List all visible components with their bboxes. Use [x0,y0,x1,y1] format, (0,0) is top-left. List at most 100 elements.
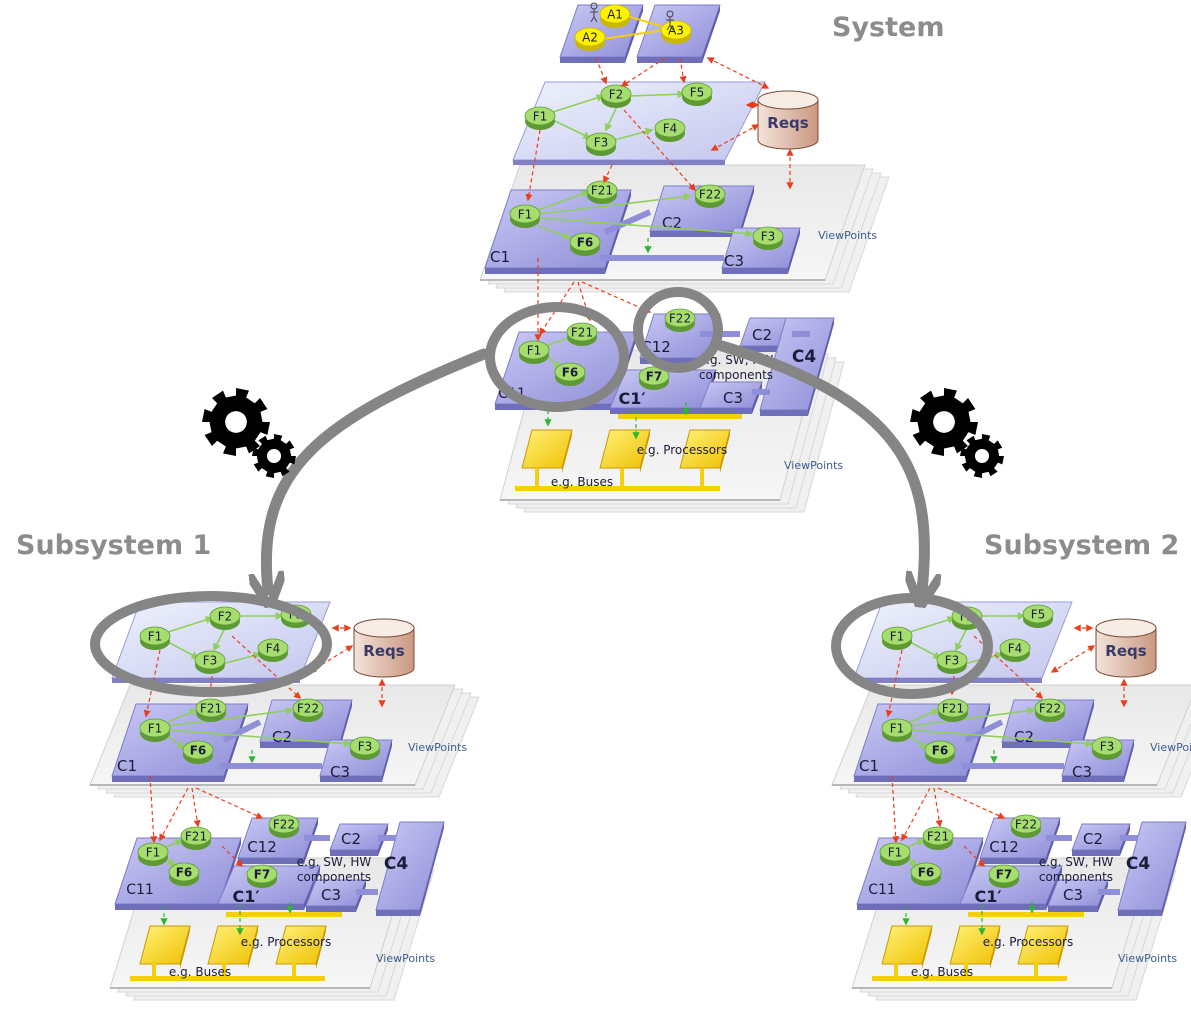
viewpoints-label: ViewPoints [784,459,843,472]
c2-label: C2 [341,830,361,848]
hardware-bus [872,976,1067,981]
function-f6: F6 [910,862,942,886]
label-f21: F21 [942,702,964,716]
system-title: System [832,12,945,43]
highlight-ring-subsystem-1 [90,591,332,697]
label-f22: F22 [669,312,691,326]
function-f6: F6 [182,740,214,764]
component-c4 [1117,821,1187,916]
reqs-label: Reqs [767,114,808,132]
processor-node [949,925,1001,969]
c4-label: C4 [792,347,816,367]
label-f1: F1 [533,110,548,124]
function-flow [537,190,590,211]
c3-label: C3 [1063,886,1083,904]
function-f1: F1 [518,340,550,364]
function-f7: F7 [988,864,1020,888]
function-f22: F22 [694,184,726,208]
processors-label: e.g. Processors [983,935,1074,949]
label-f7: F7 [996,868,1013,882]
gear-large-icon [202,388,270,456]
c2-label: C2 [1083,830,1103,848]
label-f1: F1 [890,722,905,736]
processor-node [521,429,573,473]
trace-arrow [937,787,1006,819]
label-f1: F1 [518,208,533,222]
label-f22: F22 [1039,702,1061,716]
subsystem-2-title: Subsystem 2 [984,530,1180,561]
function-f2: F2 [209,606,241,630]
label-f1: F1 [527,344,542,358]
actor-a3: A3 [660,20,692,44]
c1-prime-label: C1′ [974,887,1001,906]
connector [222,719,262,743]
hardware-bus [130,976,325,981]
label-a3: A3 [668,24,684,38]
function-flow [552,94,605,113]
function-flow [537,192,692,215]
c1-label: C1 [490,248,510,266]
function-f3: F3 [1091,736,1123,760]
function-f4: F4 [654,118,686,142]
c1-prime-label: C1′ [232,887,259,906]
function-flow [955,625,969,652]
function-f3: F3 [752,226,784,250]
function-flow [213,625,227,652]
trace-arrow [595,57,608,85]
function-f22: F22 [292,698,324,722]
processor-node [881,925,933,969]
reqs-label: Reqs [363,642,404,660]
requirements-database-icon: Reqs [1095,618,1157,678]
c2-label: C2 [272,728,292,746]
function-f1: F1 [139,626,171,650]
highlight-ring-subsystem-2 [831,593,993,699]
bus-drop [1034,962,1038,978]
bus-drop [620,468,624,488]
actor-figure-icon [666,10,674,31]
c11-label: C11 [868,882,896,898]
label-f6: F6 [918,866,935,880]
c1-label: C1 [859,757,879,775]
c3-label: C3 [330,763,350,781]
label-f7: F7 [254,868,271,882]
function-flow [909,729,1094,748]
c12-label: C12 [989,838,1019,856]
function-f5: F5 [681,82,713,106]
c4-label: C4 [384,854,408,874]
function-f1: F1 [524,106,556,130]
component-c4 [759,317,835,416]
function-f21: F21 [180,826,212,850]
label-f6: F6 [176,866,193,880]
label-f1: F1 [890,630,905,644]
trace-arrow [620,57,666,87]
c1-label: C1 [117,757,137,775]
function-f21: F21 [566,322,598,346]
processor-node [599,429,651,473]
label-f1: F1 [146,846,161,860]
c3-label: C3 [723,389,743,407]
function-flow [167,641,200,659]
trace-arrow [221,845,244,868]
trace-arrow [231,635,302,699]
label-f22: F22 [297,702,319,716]
trace-arrow [623,109,696,192]
components-label: components [1039,870,1113,884]
buses-label: e.g. Buses [551,475,613,489]
component-c2 [329,823,389,856]
label-f5: F5 [1031,608,1046,622]
label-f3: F3 [594,136,609,150]
function-flow [167,616,214,633]
c4-label: C4 [1126,854,1150,874]
connector [603,209,652,235]
function-flow [167,735,186,749]
processor-node [679,429,731,473]
sw-hw-label: e.g. SW, HW [297,855,372,869]
label-f6: F6 [932,744,949,758]
function-flow [909,708,940,723]
function-flow [167,706,294,727]
label-f22: F22 [1015,818,1037,832]
function-f3: F3 [585,132,617,156]
function-f21: F21 [937,698,969,722]
label-f21: F21 [200,702,222,716]
